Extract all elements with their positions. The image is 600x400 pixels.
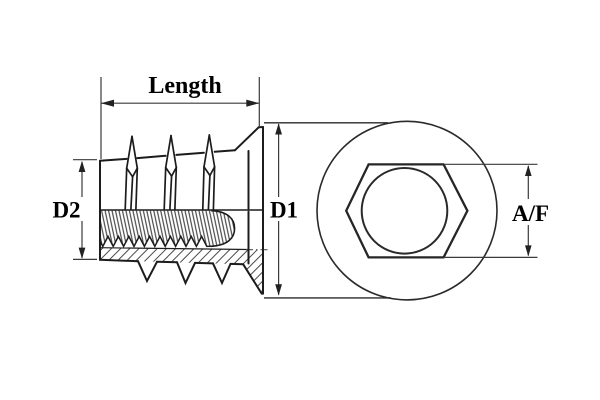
label-mask	[264, 197, 304, 221]
lower-barb	[176, 261, 196, 286]
barb-spike	[201, 134, 216, 211]
section-top-line	[99, 247, 249, 251]
length-dimension	[100, 77, 260, 159]
arrowhead-up	[275, 123, 282, 135]
dimensions	[73, 77, 538, 296]
barb-spike	[163, 134, 178, 211]
barb-spikes	[124, 134, 216, 211]
hex-drive-outline	[344, 163, 469, 259]
label-mask	[505, 199, 556, 225]
section-hatch-region	[100, 247, 263, 293]
bore-end-round	[210, 209, 236, 248]
barb-spike	[124, 135, 139, 211]
length-label: Length	[148, 73, 221, 99]
d1-label: D1	[270, 198, 298, 223]
thread-profile-zigzag	[99, 234, 212, 249]
arrowhead-left	[101, 99, 114, 107]
arrowhead-up	[78, 160, 86, 172]
label-mask	[47, 197, 87, 221]
body-outline	[99, 126, 264, 295]
lower-barb	[137, 260, 158, 284]
arrowhead-up	[525, 165, 532, 176]
head-chamfer	[234, 126, 260, 152]
d2-label: D2	[52, 198, 80, 223]
flange-outer-circle	[316, 120, 498, 301]
arrowhead-right	[246, 99, 260, 107]
lower-barb	[212, 262, 232, 286]
arrowhead-down	[275, 284, 282, 296]
side-section-view	[99, 126, 268, 295]
arrowhead-down	[525, 245, 532, 257]
head-underside-cone	[242, 263, 263, 295]
thread-bore-circle	[360, 167, 449, 255]
af-label: A/F	[512, 201, 549, 226]
arrowhead-down	[78, 247, 86, 259]
end-view	[316, 120, 498, 301]
